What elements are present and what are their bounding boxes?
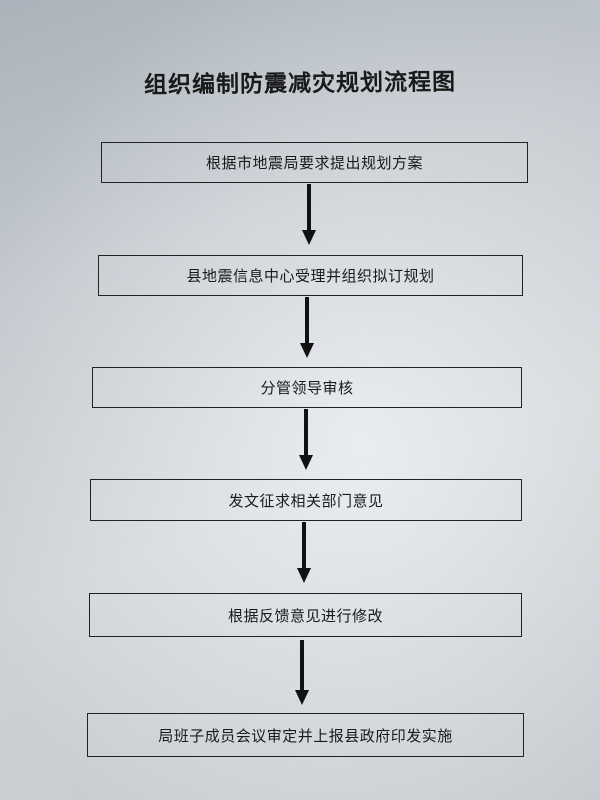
flow-step-3: 分管领导审核 [92, 367, 522, 408]
arrow-down-icon [300, 297, 314, 358]
flow-step-2: 县地震信息中心受理并组织拟订规划 [98, 255, 523, 296]
flow-step-6: 局班子成员会议审定并上报县政府印发实施 [87, 713, 524, 757]
flow-step-4: 发文征求相关部门意见 [90, 479, 522, 521]
document-title: 组织编制防震减灾规划流程图 [143, 69, 457, 99]
arrow-down-icon [299, 409, 313, 470]
arrow-down-icon [295, 640, 309, 705]
flow-step-5: 根据反馈意见进行修改 [89, 593, 522, 637]
flow-step-1: 根据市地震局要求提出规划方案 [101, 142, 528, 183]
arrow-down-icon [302, 184, 316, 245]
arrow-down-icon [297, 522, 311, 583]
